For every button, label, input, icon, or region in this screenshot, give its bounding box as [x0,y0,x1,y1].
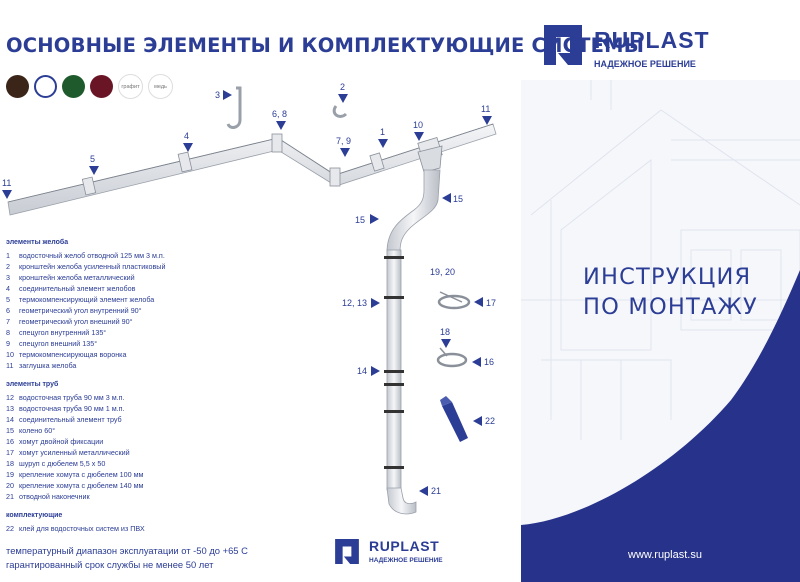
callout-22: 22 [485,416,496,426]
callout-2: 2 [340,82,346,92]
callout-17: 17 [486,298,497,308]
callout-15-right: 15 [453,194,464,204]
section-pipe-title: элементы труб [6,381,59,388]
section-extras-title: комплектующие [6,512,63,519]
bracket-plastic [332,105,348,118]
arrow-down-icon [414,132,424,141]
callout-1: 1 [380,127,386,137]
glue-tube [442,402,468,442]
gutter-system-illustration [7,86,497,515]
downpipe [384,169,441,515]
callout-4: 4 [184,131,190,141]
website-link[interactable]: www.ruplast.su [628,549,702,561]
callout-3: 3 [215,90,221,100]
arrow-right-icon [371,298,380,308]
callout-21: 21 [431,486,442,496]
color-swatches: графит медь [6,74,173,99]
arrow-down-icon [482,116,492,125]
arrow-left-icon [419,486,428,496]
swatch-burgundy [90,75,113,98]
swatch-brown [6,75,29,98]
callout-18: 18 [440,327,451,337]
brand-name: RUPLAST [594,27,710,53]
footer-brand-name: RUPLAST [369,538,440,554]
arrow-left-icon [473,416,482,426]
section-gutter-title: элементы желоба [6,239,69,246]
callout-10: 10 [413,120,424,130]
arrow-down-icon [340,148,350,157]
brand-logo [544,25,582,65]
arrow-down-icon [2,190,12,199]
footer-notes: температурный диапазон эксплуатации от -… [6,544,248,572]
arrow-left-icon [442,193,451,203]
footer-brand-slogan: НАДЕЖНОЕ РЕШЕНИЕ [369,557,443,564]
callout-12-13: 12, 13 [342,298,368,308]
gutter-run [7,123,497,216]
cover-panel: RUPLAST НАДЕЖНОЕ РЕШЕНИЕ ИНСТРУКЦИЯ ПО М… [521,0,800,582]
swatch-copper: медь [148,74,173,99]
cover-title-line1: ИНСТРУКЦИЯ [583,264,752,290]
callout-14: 14 [357,366,368,376]
arrow-left-icon [472,357,481,367]
clamp-metal [437,294,471,310]
arrow-down-icon [378,139,388,148]
arrow-down-icon [441,339,451,348]
swatch-graphite: графит [118,74,143,99]
temperature-range: температурный диапазон эксплуатации от -… [6,545,248,556]
callout-19-20: 19, 20 [430,267,456,277]
cover-title: ИНСТРУКЦИЯ ПО МОНТАЖУ [583,262,758,322]
footer-logo [335,539,359,564]
arrow-down-icon [338,94,348,103]
callout-11-right: 11 [481,104,491,114]
bracket-metal [226,86,242,129]
swatch-white [34,75,57,98]
arrow-down-icon [276,121,286,130]
brand-slogan: НАДЕЖНОЕ РЕШЕНИЕ [594,59,696,69]
callout-16: 16 [484,357,495,367]
cover-title-line2: ПО МОНТАЖУ [583,294,758,320]
arrow-down-icon [183,143,193,152]
cover-background [521,0,800,582]
callout-11-left: 11 [2,178,12,188]
warranty: гарантированный срок службы не менее 50 … [6,559,214,570]
clamp-double [436,352,468,368]
callout-6-8: 6, 8 [272,109,288,119]
arrow-right-icon [223,90,232,100]
arrow-down-icon [89,166,99,175]
page-title: ОСНОВНЫЕ ЭЛЕМЕНТЫ И КОМПЛЕКТУЮЩИЕ СИСТЕМ… [6,34,645,57]
arrow-left-icon [474,297,483,307]
callout-5: 5 [90,154,96,164]
arrow-right-icon [370,214,379,224]
arrow-right-icon [371,366,380,376]
callout-15-left: 15 [355,215,366,225]
swatch-green [62,75,85,98]
callout-7-9: 7, 9 [336,136,352,146]
